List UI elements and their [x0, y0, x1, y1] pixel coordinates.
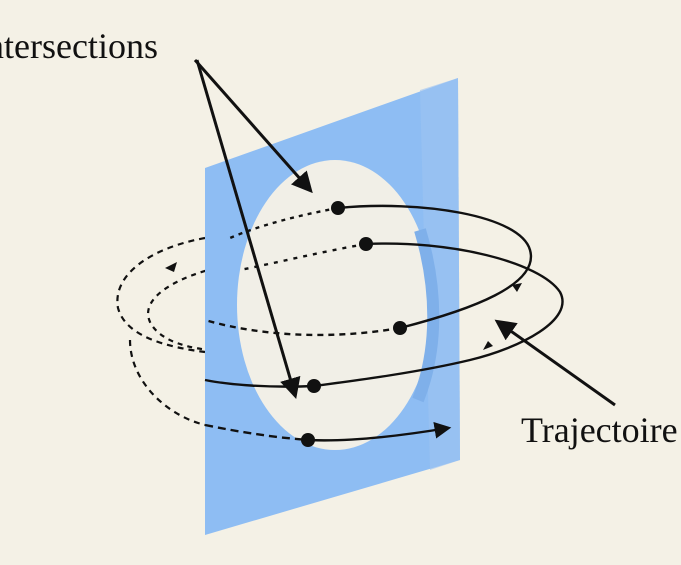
arrow-head-icon: [483, 341, 493, 350]
intersection-points: [301, 201, 407, 447]
trajectory-back: [116, 236, 216, 427]
intersections-label: ntersections: [0, 26, 158, 66]
trajectory-segment-5: [204, 423, 309, 442]
arrow-head-icon: [165, 262, 177, 272]
intersections-arrow-1: [193, 59, 313, 194]
trajectory-segment-6: [307, 421, 452, 442]
trajectory-segment-1: [337, 204, 533, 330]
trajectory-label: Trajectoire: [521, 410, 678, 450]
annotation-arrows: [193, 59, 616, 407]
intersection-point-icon: [331, 201, 345, 215]
trajectory-segment-3: [204, 318, 401, 337]
arrow-head-icon: [512, 283, 522, 292]
intersection-point-icon: [359, 237, 373, 251]
trajectory-loop-lower-back: [128, 339, 206, 427]
trajectory-segment-7: [229, 206, 339, 240]
intersection-point-icon: [307, 379, 321, 393]
trajectory-loop-inner-back: [147, 266, 216, 352]
trajectory-arrow: [494, 319, 616, 407]
trajectory-loop-outer-back: [116, 236, 206, 354]
intersection-point-icon: [301, 433, 315, 447]
intersection-point-icon: [393, 321, 407, 335]
intersections-arrow-2: [195, 59, 301, 400]
trajectory-segment-2: [313, 242, 564, 388]
